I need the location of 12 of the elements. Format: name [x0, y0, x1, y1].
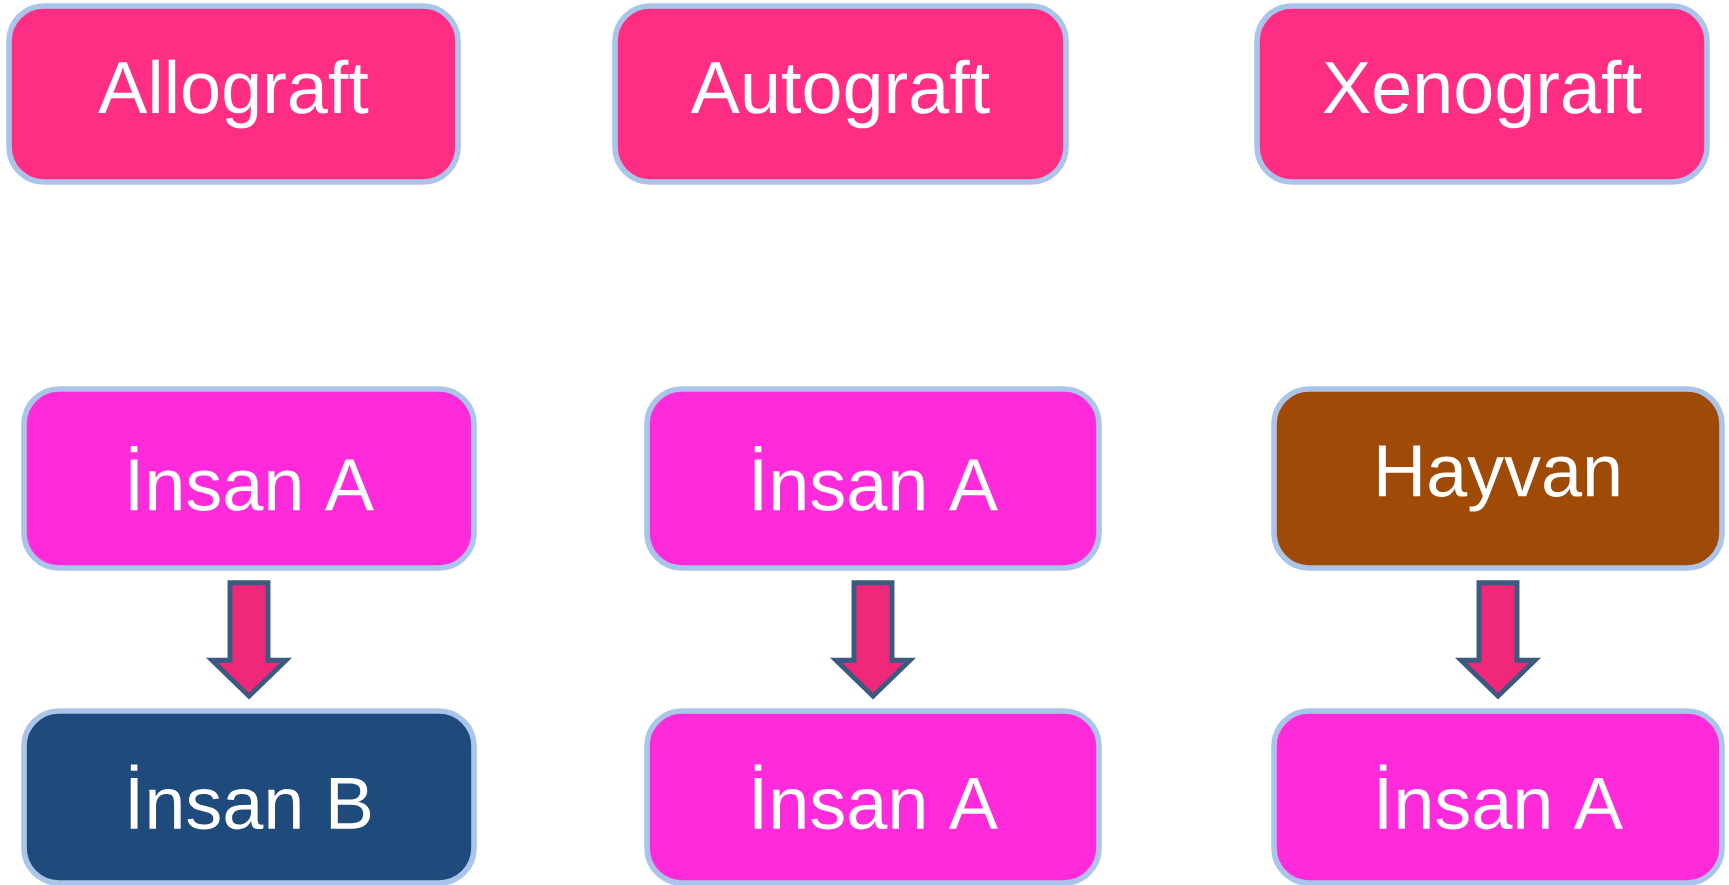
- process-box: İnsan A: [644, 708, 1102, 885]
- block-arrow: [829, 580, 917, 700]
- process-box: İnsan A: [21, 386, 477, 571]
- process-box: Xenograft: [1254, 3, 1710, 185]
- block-arrow: [205, 580, 293, 700]
- process-box: Allograft: [6, 3, 461, 185]
- process-box: Autograft: [612, 3, 1069, 185]
- block-arrow: [1454, 580, 1542, 700]
- process-box: İnsan B: [21, 708, 477, 885]
- process-box: İnsan A: [1271, 708, 1725, 885]
- process-box: Hayvan: [1271, 386, 1725, 571]
- process-box: İnsan A: [644, 386, 1102, 571]
